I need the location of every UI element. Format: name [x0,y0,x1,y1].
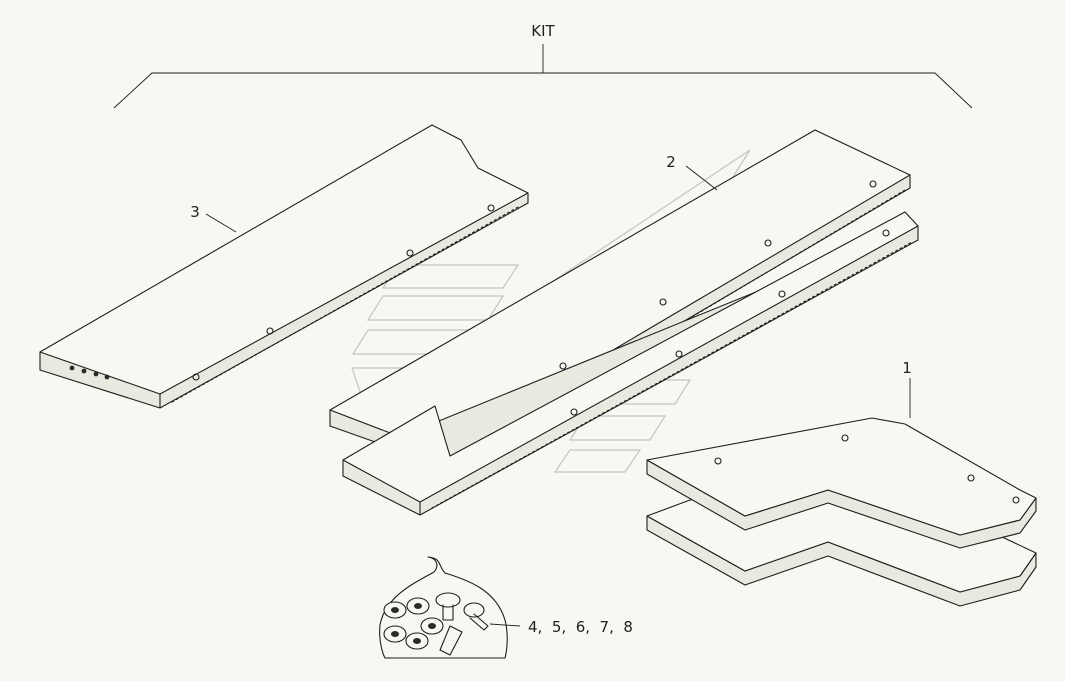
leader-lines [205,165,911,627]
part-3-plate [39,124,529,409]
part-1-plate-upper [646,417,1037,549]
part-2-bar-lower [342,211,919,516]
callout-part-1: 1 [902,359,912,377]
callout-hardware: 4, 5, 6, 7, 8 [528,618,633,636]
part-3-edge-holes [69,365,110,380]
hardware-bag [379,556,508,659]
callout-part-2: 2 [666,153,676,171]
kit-bracket [113,44,973,109]
callout-part-3: 3 [190,203,200,221]
kit-label: KIT [531,22,555,40]
